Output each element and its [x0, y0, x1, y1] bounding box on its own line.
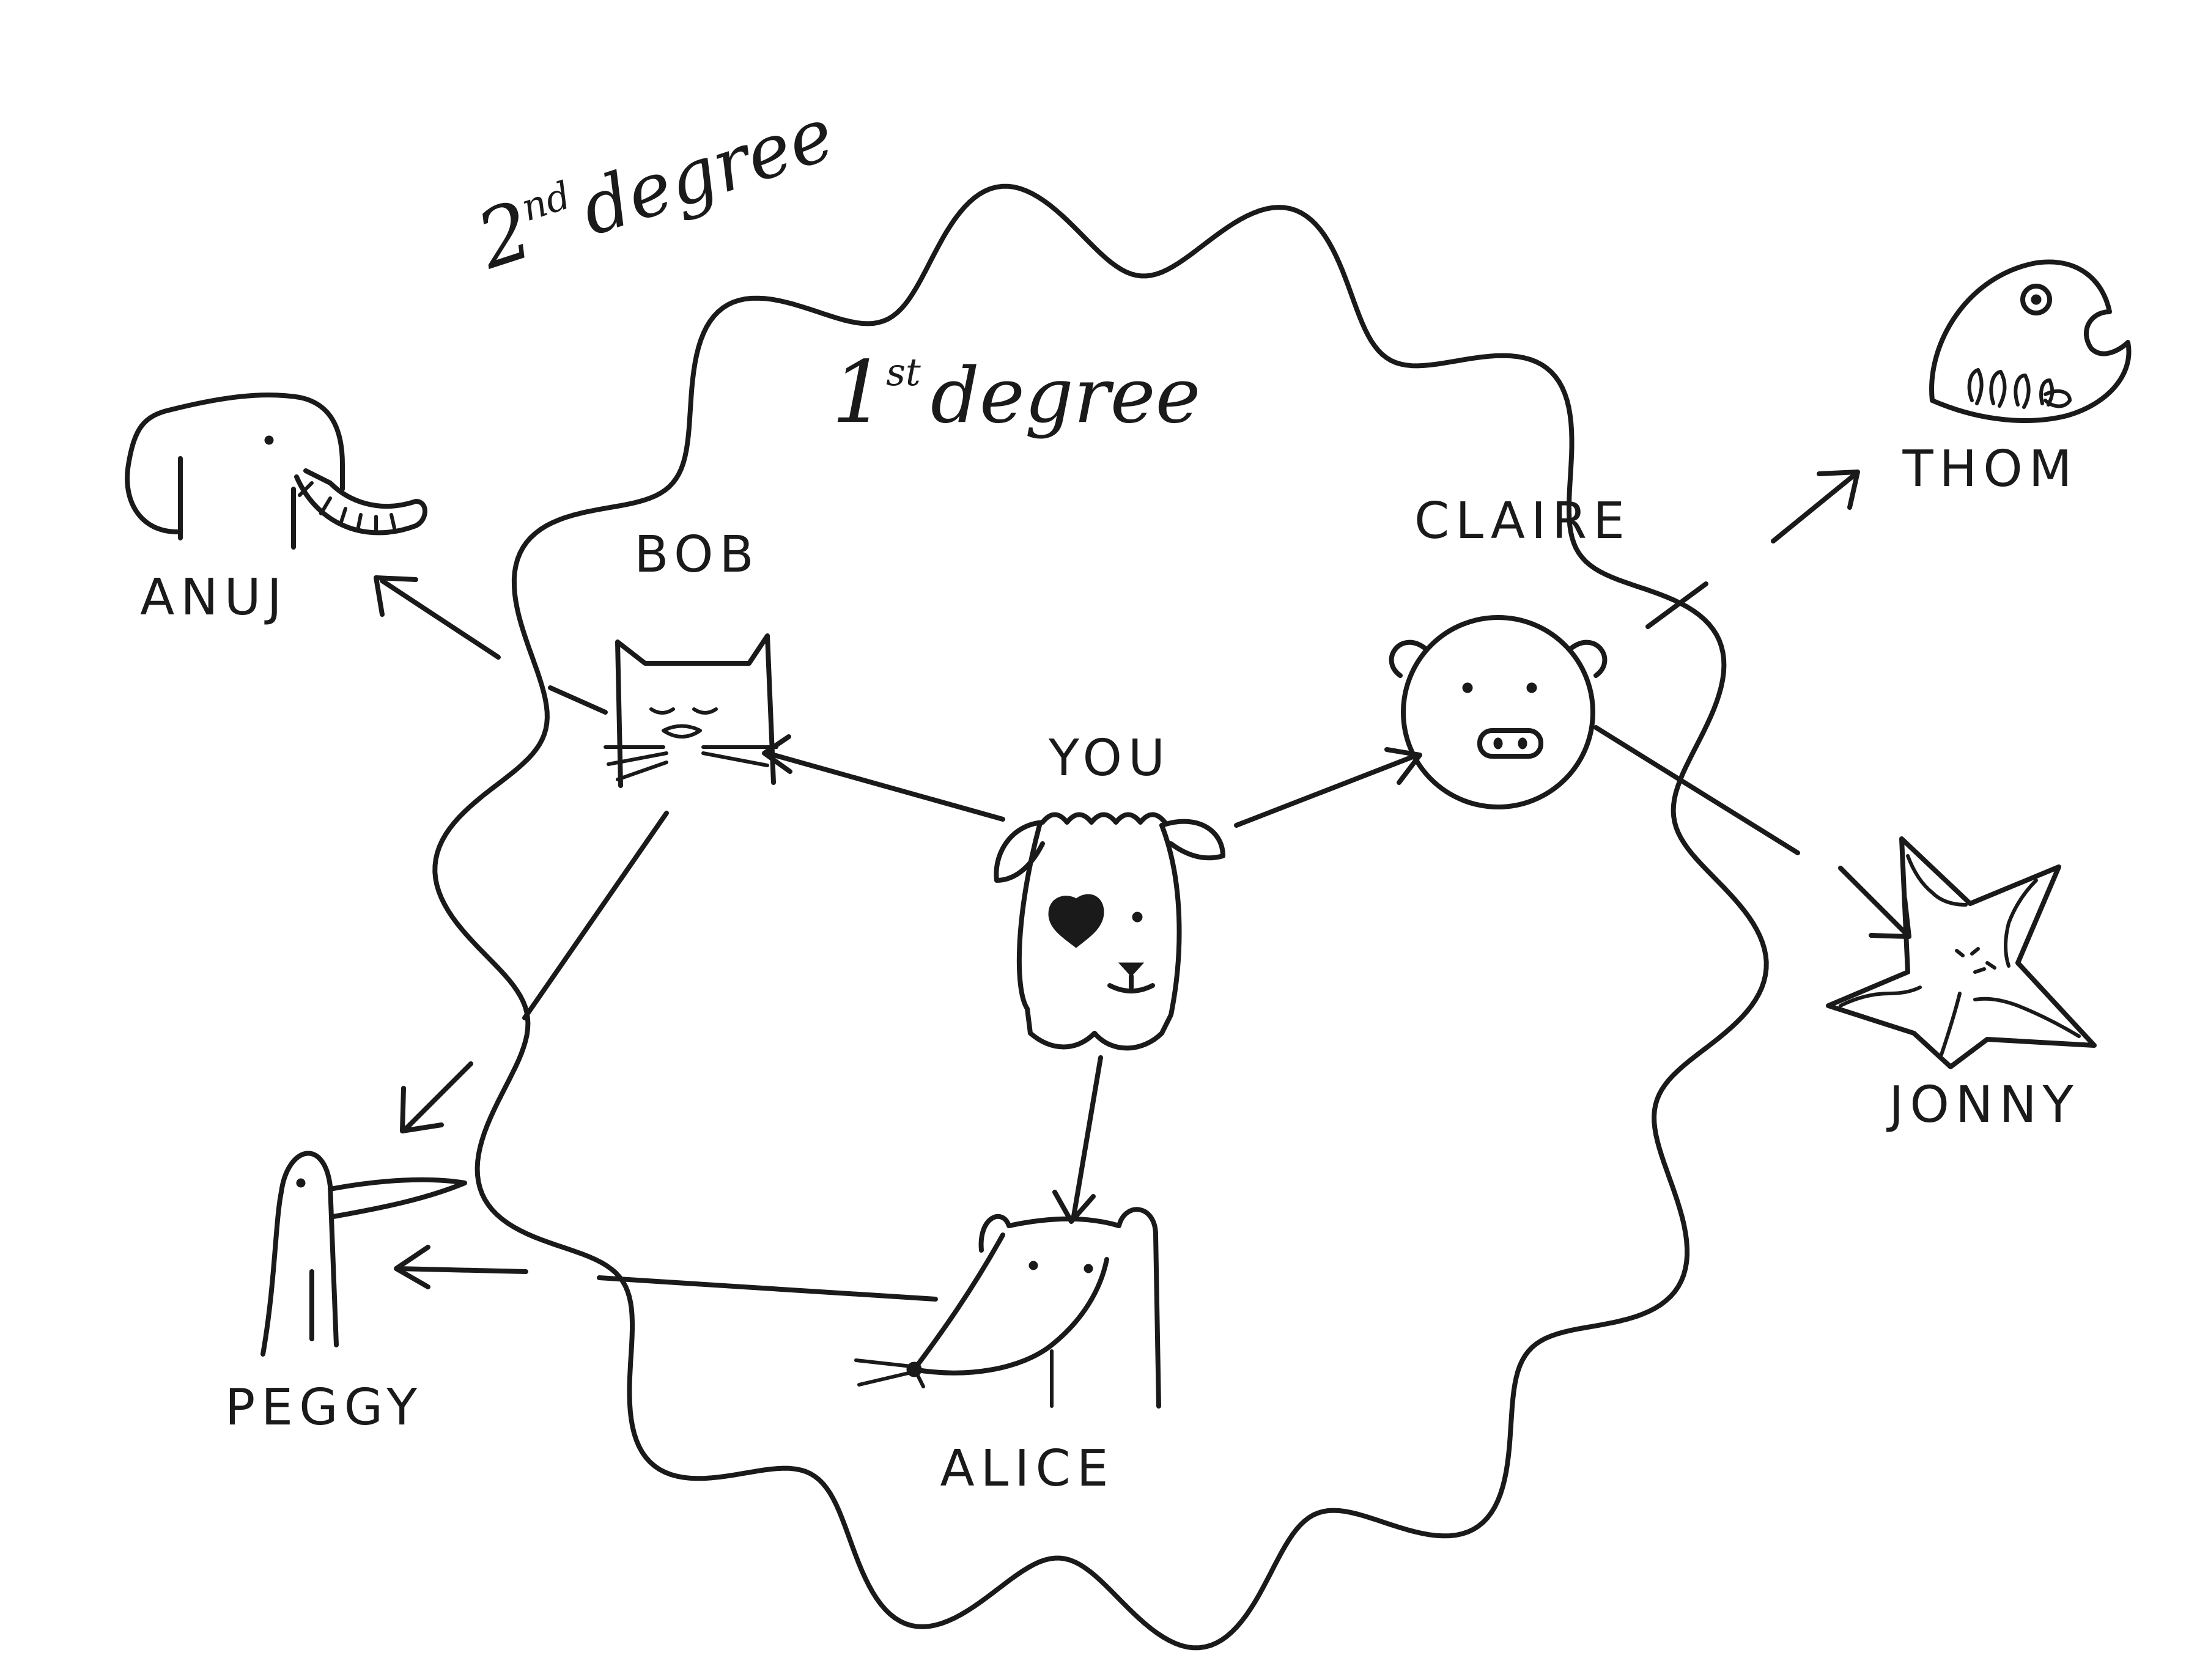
claire-label: CLAIRE	[1414, 492, 1631, 550]
thom-label: THOM	[1902, 440, 2078, 498]
edges	[374, 470, 1911, 1302]
alice-node: ALICE	[854, 1207, 1161, 1498]
first-degree-word: degree	[931, 352, 1201, 440]
bird-icon	[260, 1151, 467, 1357]
second-degree-word: degree	[571, 92, 844, 252]
starfish-icon	[1826, 836, 2097, 1069]
jonny-label: JONNY	[1886, 1076, 2080, 1134]
bob-node: BOB	[604, 526, 778, 788]
claire-node: CLAIRE	[1389, 492, 1631, 809]
first-degree-number: 1	[832, 343, 886, 443]
dog-icon	[994, 812, 1225, 1051]
second-degree-label: 2nddegree	[466, 85, 844, 287]
you-node: YOU	[994, 729, 1225, 1051]
pig-icon	[1389, 615, 1608, 809]
cat-icon	[604, 633, 778, 788]
alice-label: ALICE	[940, 1440, 1114, 1498]
edge-bob-anuj	[374, 575, 608, 715]
peggy-node: PEGGY	[225, 1151, 467, 1437]
anuj-node: ANUJ	[125, 392, 427, 627]
bob-label: BOB	[634, 526, 760, 584]
edge-bob-peggy	[400, 811, 669, 1133]
first-degree-boundary	[432, 183, 1769, 1651]
you-label: YOU	[1048, 729, 1171, 787]
edge-claire-thom	[1645, 470, 1860, 629]
edge-claire-jonny	[1593, 725, 1911, 939]
edge-alice-peggy	[394, 1245, 938, 1302]
first-degree-sup: st	[886, 350, 921, 394]
anuj-label: ANUJ	[140, 569, 288, 627]
elephant-icon	[125, 392, 427, 550]
edge-you-claire	[1234, 747, 1422, 828]
peggy-label: PEGGY	[225, 1379, 423, 1437]
fish-icon	[1929, 259, 2132, 423]
edge-you-alice	[1052, 1055, 1103, 1224]
jonny-node: JONNY	[1826, 836, 2097, 1134]
rat-icon	[854, 1207, 1161, 1409]
edge-you-bob	[762, 734, 1005, 822]
thom-node: THOM	[1902, 259, 2132, 498]
